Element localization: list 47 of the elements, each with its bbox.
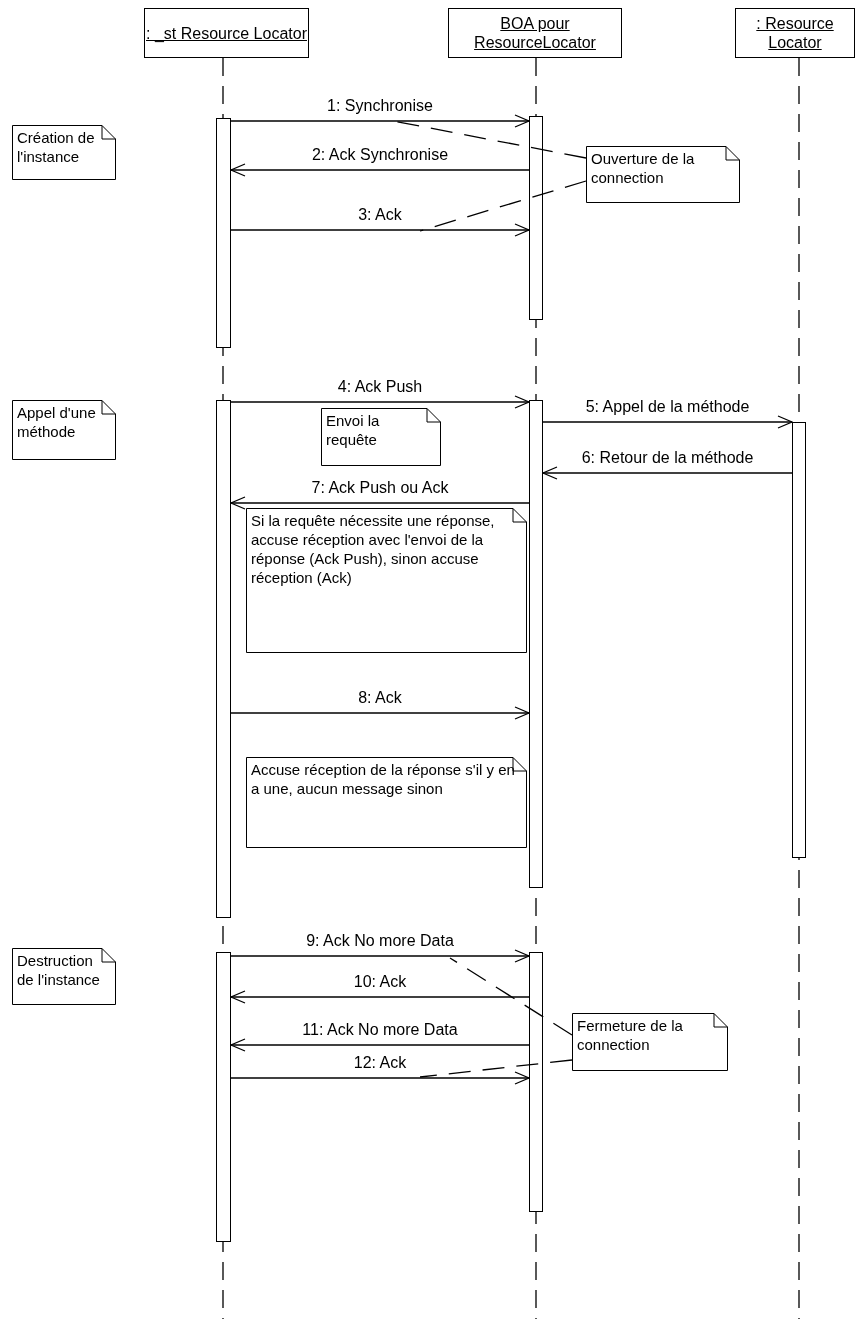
- message-arrow: [230, 114, 530, 128]
- message-arrow: [230, 496, 530, 510]
- message-label: 1: Synchronise: [325, 97, 435, 115]
- note-box: [12, 400, 116, 460]
- activation-bar: [216, 400, 231, 918]
- activation-bar: [529, 952, 543, 1212]
- message-arrow: [230, 949, 530, 963]
- note-text: Fermeture de la connection: [576, 1016, 684, 1055]
- message-arrow: [230, 1038, 530, 1052]
- message-arrow: [230, 706, 530, 720]
- activation-bar: [529, 116, 543, 320]
- note-text: Appel d'une méthode: [16, 403, 97, 442]
- message-arrow: [230, 163, 530, 177]
- leader-line: [449, 957, 573, 1036]
- message-label: 5: Appel de la méthode: [583, 398, 752, 416]
- message-arrow: [230, 395, 530, 409]
- leader-line: [419, 180, 587, 232]
- message-arrow: [542, 415, 793, 429]
- message-arrow: [542, 466, 793, 480]
- lifeline-head: [448, 8, 622, 58]
- note-text: Si la requête nécessite une réponse, accuse réception avec l'envoi de la réponse (Ack Push), sinon accuse réception (Ack): [250, 511, 496, 588]
- note-text: Création de l'instance: [16, 128, 96, 167]
- note-box: [586, 146, 740, 203]
- note-text: Envoi la requête: [325, 411, 381, 450]
- note-box: [321, 408, 441, 466]
- message-arrow: [230, 990, 530, 1004]
- activation-bar: [216, 118, 231, 348]
- message-label: 2: Ack Synchronise: [309, 146, 451, 164]
- note-text: Ouverture de la connection: [590, 149, 696, 188]
- object-name: : Resource Locator: [755, 14, 835, 52]
- note-box: [246, 757, 527, 848]
- note-box: [246, 508, 527, 653]
- message-arrow: [230, 223, 530, 237]
- note-text: Accuse réception de la réponse s'il y en a une, aucun message sinon: [250, 760, 516, 799]
- object-name: BOA pour ResourceLocator: [473, 14, 597, 52]
- object-name: : _st Resource Locator: [146, 23, 307, 43]
- note-text: Destruction de l'instance: [16, 951, 101, 990]
- activation-bar: [529, 400, 543, 888]
- message-arrow: [230, 1071, 530, 1085]
- lifeline-head: [144, 8, 309, 58]
- note-box: [12, 948, 116, 1005]
- activation-bar: [216, 952, 231, 1242]
- note-box: [12, 125, 116, 180]
- leader-line: [419, 1059, 573, 1078]
- note-box: [572, 1013, 728, 1071]
- lifeline-head: [735, 8, 855, 58]
- activation-bar: [792, 422, 806, 858]
